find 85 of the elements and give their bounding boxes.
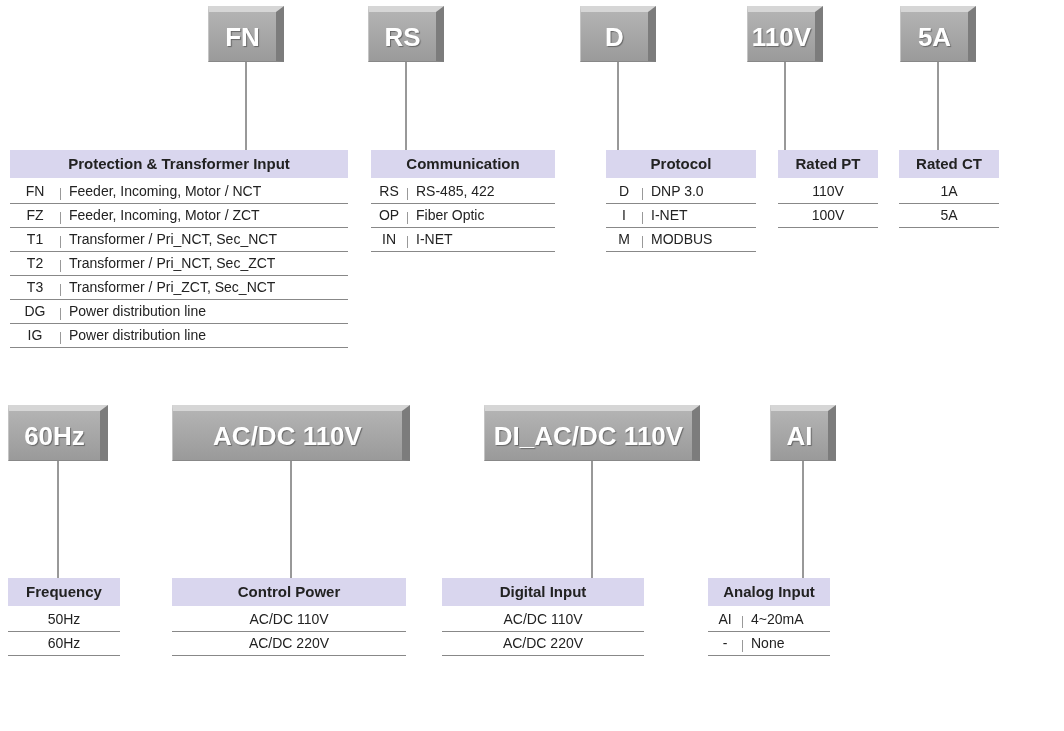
table-cell-text: RS-485, 422: [415, 182, 496, 201]
table-cell-text: 60Hz: [46, 634, 82, 653]
code-block: [172, 405, 410, 461]
header-text: Protection & Transformer Input: [68, 153, 290, 174]
table-cell-text: IG: [26, 326, 44, 345]
table-cell-text: 50Hz: [46, 610, 82, 629]
header-text: Frequency: [26, 581, 102, 602]
connector-line: [617, 61, 619, 151]
table-cell-text: DG: [23, 302, 47, 321]
header-text: Rated PT: [795, 153, 861, 174]
code-block: [208, 6, 284, 62]
table-cell-text: T3: [25, 278, 45, 297]
table-cell-text: I: [621, 206, 627, 225]
table-cell-text: I-NET: [415, 230, 454, 249]
code-block: [580, 6, 656, 62]
table-cell-text: 110V: [811, 182, 845, 201]
category-header: [442, 578, 644, 606]
table-cell-text: AI: [717, 610, 733, 629]
category-header: [708, 578, 830, 606]
table-cell-text: AC/DC 110V: [248, 610, 330, 629]
code-text: 60Hz: [24, 422, 85, 449]
code-text: D: [605, 23, 624, 50]
table-cell-text: DNP 3.0: [650, 182, 705, 201]
connector-line: [937, 61, 939, 151]
table-cell-text: FN: [24, 182, 46, 201]
table-cell-text: -: [721, 634, 729, 653]
code-block: [368, 6, 444, 62]
table-cell-text: T1: [25, 230, 45, 249]
category-header: [8, 578, 120, 606]
code-block: [8, 405, 108, 461]
category-header: [10, 150, 348, 178]
table-cell-text: Fiber Optic: [415, 206, 486, 225]
table-cell-text: 1A: [939, 182, 959, 201]
table-cell-text: MODBUS: [650, 230, 714, 249]
table-cell-text: FZ: [25, 206, 45, 225]
code-text: RS: [384, 23, 421, 50]
header-text: Digital Input: [499, 581, 587, 602]
code-text: 5A: [917, 23, 952, 50]
category-header: [899, 150, 999, 178]
connector-line: [591, 460, 593, 579]
table-cell-text: I-NET: [650, 206, 689, 225]
table-cell-text: Feeder, Incoming, Motor / ZCT: [68, 206, 261, 225]
category-header: [172, 578, 406, 606]
category-header: [371, 150, 555, 178]
category-header: [606, 150, 756, 178]
table-cell-text: Power distribution line: [68, 302, 207, 321]
table-cell-text: Transformer / Pri_ZCT, Sec_NCT: [68, 278, 277, 297]
table-cell-text: 100V: [810, 206, 846, 225]
code-text: AC/DC 110V: [213, 422, 362, 449]
header-text: Control Power: [237, 581, 341, 602]
table-cell-text: T2: [25, 254, 45, 273]
connector-line: [290, 460, 292, 579]
code-block: [747, 6, 823, 62]
connector-line: [245, 61, 247, 151]
table-cell-text: IN: [381, 230, 397, 249]
table-cell-text: Transformer / Pri_NCT, Sec_ZCT: [68, 254, 277, 273]
code-block: [900, 6, 976, 62]
table-cell-text: None: [750, 634, 786, 653]
table-cell-text: AC/DC 110V: [502, 610, 584, 629]
code-text: AI: [786, 422, 813, 449]
code-text: DI_AC/DC 110V: [493, 422, 684, 449]
category-header: [778, 150, 878, 178]
table-cell-text: M: [617, 230, 631, 249]
table-cell-text: Power distribution line: [68, 326, 207, 345]
table-cell-text: Transformer / Pri_NCT, Sec_NCT: [68, 230, 278, 249]
connector-line: [784, 61, 786, 151]
table-cell-text: D: [617, 182, 631, 201]
table-cell-text: AC/DC 220V: [247, 634, 331, 653]
table-cell-text: RS: [378, 182, 400, 201]
header-text: Communication: [406, 153, 520, 174]
code-block: [484, 405, 700, 461]
table-cell-text: 5A: [939, 206, 959, 225]
header-text: Rated CT: [916, 153, 982, 174]
connector-line: [405, 61, 407, 151]
table-cell-text: AC/DC 220V: [501, 634, 585, 653]
table-cell-text: 4~20mA: [750, 610, 805, 629]
table-cell-text: Feeder, Incoming, Motor / NCT: [68, 182, 263, 201]
connector-line: [802, 460, 804, 579]
code-block: [770, 405, 836, 461]
table-cell-text: OP: [377, 206, 401, 225]
code-text: 110V: [751, 23, 812, 50]
code-text: FN: [225, 23, 260, 50]
header-text: Analog Input: [723, 581, 815, 602]
header-text: Protocol: [650, 153, 712, 174]
connector-line: [57, 460, 59, 579]
